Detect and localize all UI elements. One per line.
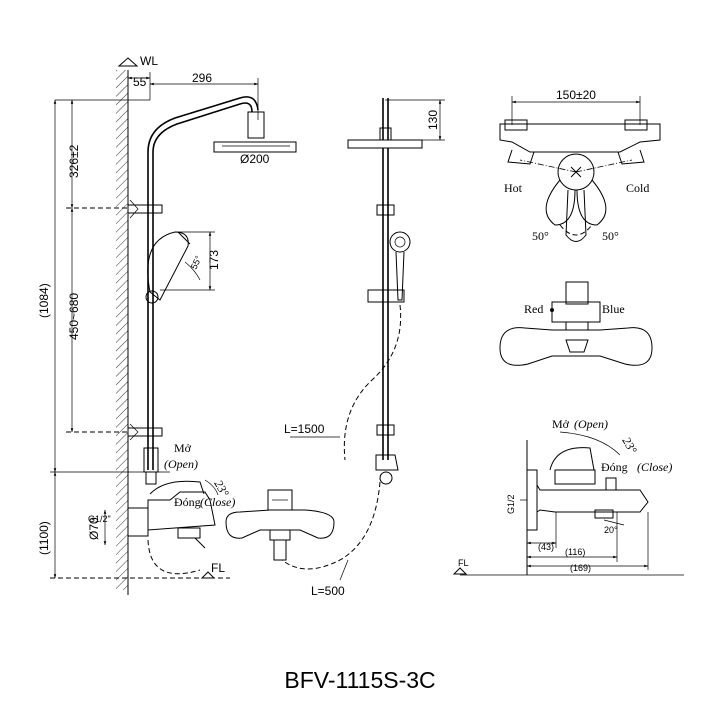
- angle-23-right: 23°: [619, 435, 640, 457]
- hose-1500: [343, 304, 402, 461]
- mixer-body-side: [536, 483, 649, 513]
- label-close-vi-right: Đóng: [601, 460, 628, 474]
- dim-116: (116): [565, 547, 585, 557]
- label-close-vi: Đóng: [174, 495, 201, 509]
- dim-55: 55: [133, 75, 147, 89]
- mixer-body-front: [499, 327, 653, 366]
- hose-1500-label: L=1500: [284, 422, 325, 436]
- handle-hot: [545, 179, 576, 226]
- diverter-valve: [143, 447, 159, 473]
- dim-55-deg: 55°: [189, 254, 204, 271]
- model-title: BFV-1115S-3C: [284, 667, 435, 693]
- dim-1100: (1100): [37, 521, 51, 555]
- handle-cold: [576, 179, 607, 226]
- hose-500-label: L=500: [311, 584, 345, 598]
- side-view: WL 55 296 Ø200 173 55°: [37, 54, 297, 595]
- bath-mixer-front: [225, 509, 335, 539]
- label-hot: Hot: [504, 181, 523, 195]
- label-blue: Blue: [602, 302, 625, 316]
- floor-label-right: FL: [458, 558, 469, 568]
- dim-1084: (1084): [37, 283, 51, 318]
- label-cold: Cold: [626, 181, 649, 195]
- rain-shower-head: [213, 141, 297, 153]
- label-open-en: (Open): [164, 457, 198, 471]
- wall-marker-icon: [117, 57, 139, 67]
- label-open-vi-right: Mở: [552, 417, 570, 431]
- dim-diameter-200: Ø200: [240, 152, 270, 166]
- hand-shower-front: [389, 231, 411, 253]
- label-close-en-right: (Close): [637, 460, 672, 474]
- dim-43: (43): [538, 542, 554, 552]
- dim-130: 130: [426, 110, 440, 130]
- angle-cold: 50°: [602, 229, 619, 243]
- mixer-front-view: Red Blue: [499, 281, 653, 366]
- label-red: Red: [524, 302, 543, 316]
- dim-150: 150±20: [556, 88, 596, 102]
- dim-296: 296: [192, 71, 212, 85]
- dim-g12-left: G1/2": [88, 514, 111, 524]
- mixer-side-view: Mở (Open) 23° Đóng (Close) 20° G1/2 (43)…: [452, 417, 684, 576]
- mixer-top-body: [499, 123, 661, 153]
- dim-d70: Ø70: [87, 517, 101, 540]
- rain-head-front: [347, 139, 423, 149]
- label-open-en-right: (Open): [574, 417, 608, 431]
- wall-hatch: [116, 70, 128, 590]
- top-view: 150±20 Hot Cold 50° 50°: [499, 88, 661, 243]
- bath-mixer-side: [147, 491, 216, 531]
- bracket-bottom: [127, 427, 163, 437]
- label-open-vi: Mở: [174, 441, 192, 455]
- dim-173: 173: [207, 250, 221, 270]
- bracket-top: [127, 204, 163, 214]
- dim-169: (169): [570, 563, 591, 573]
- wall-label: WL: [140, 54, 158, 68]
- floor-label-left: FL: [211, 561, 225, 575]
- hose-500: [281, 481, 381, 570]
- front-view: 130 L=1500 L=500: [225, 98, 445, 598]
- angle-hot: 50°: [532, 229, 549, 243]
- dim-326: 326±2: [67, 144, 81, 178]
- dim-g12-right: G1/2: [506, 494, 516, 514]
- label-close-en: (Close): [200, 495, 235, 509]
- angle-20: 20°: [604, 525, 618, 535]
- dim-450-680: 450~680: [67, 293, 81, 340]
- mixer-handle-side: [549, 447, 595, 471]
